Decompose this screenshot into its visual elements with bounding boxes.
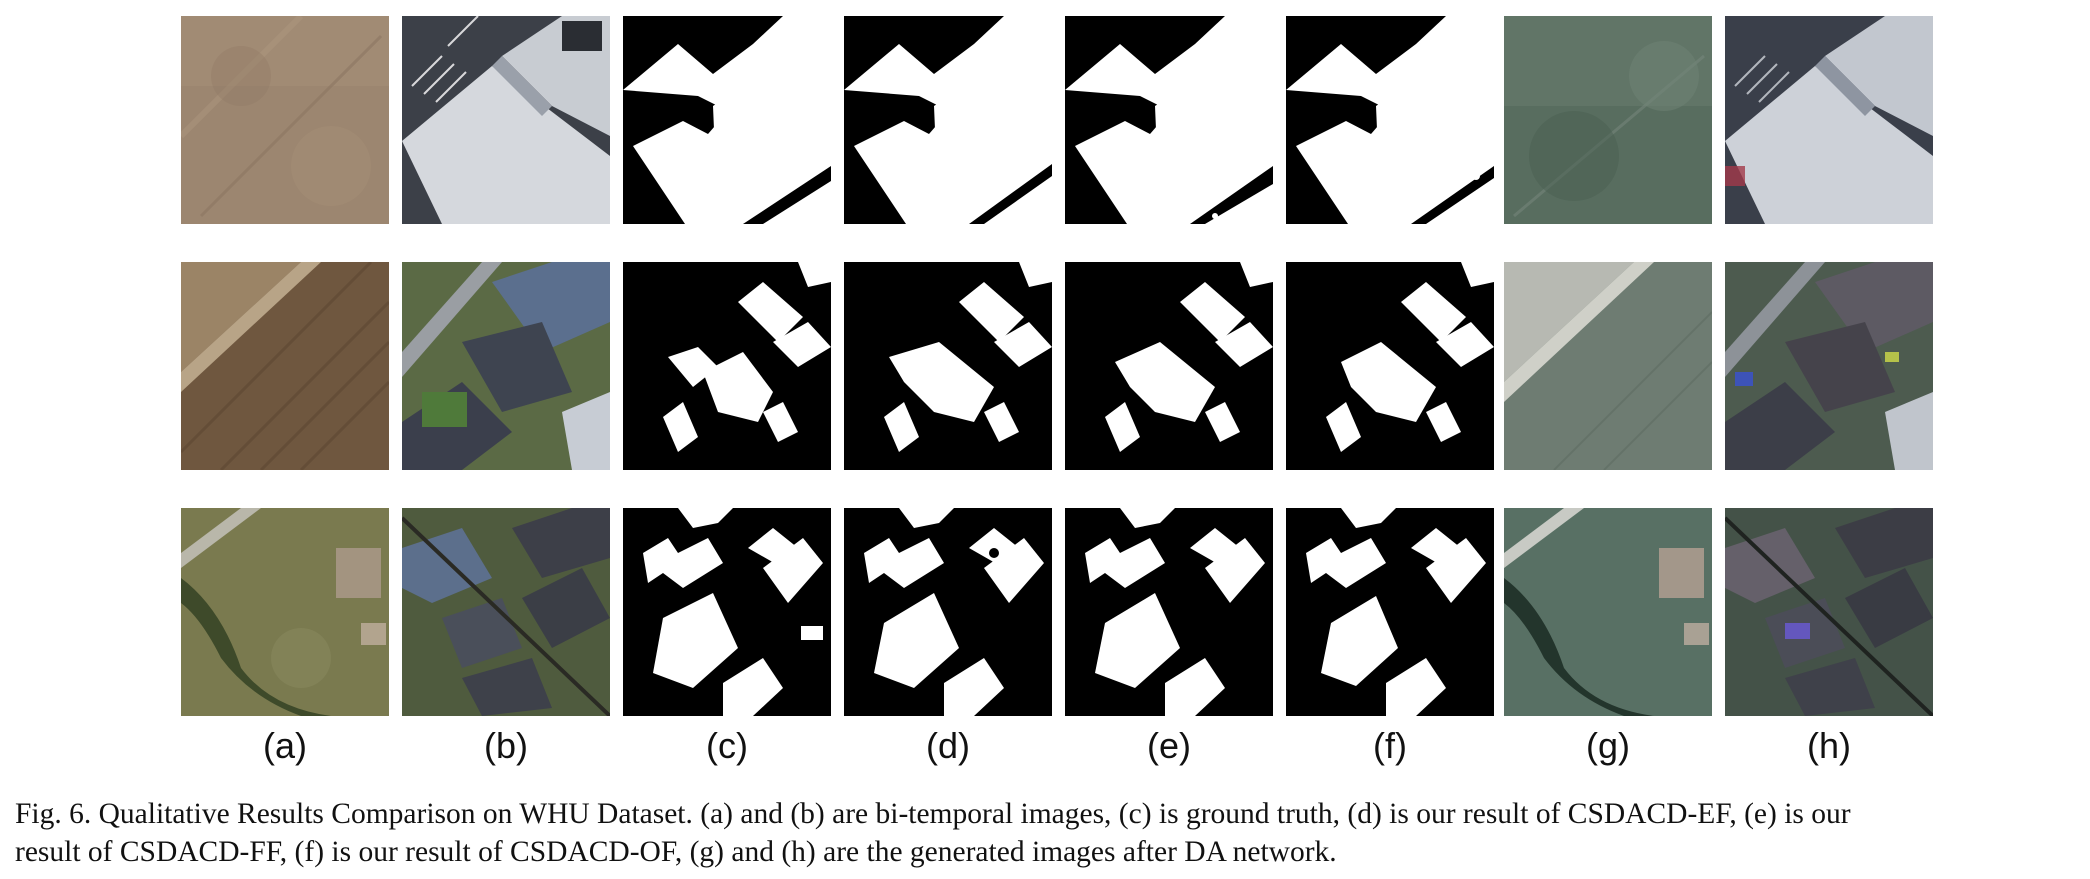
column-label-f: (f) [1373, 725, 1407, 766]
photo-residential-houses [402, 262, 610, 470]
photo-grassland-shed [181, 508, 389, 716]
image-r3-h [1725, 508, 1933, 716]
photo-bare-soil [181, 16, 389, 224]
image-r1-h [1725, 16, 1933, 224]
column-label-b: (b) [484, 725, 528, 766]
photo-generated-grass [1504, 16, 1712, 224]
image-r2-b [402, 262, 610, 470]
mask-r2-e [1065, 262, 1273, 470]
mask-r3-c [623, 508, 831, 716]
mask-r1-e [1065, 16, 1273, 224]
photo-generated-residential [1725, 508, 1933, 716]
mask-r3-f [1286, 508, 1494, 716]
image-r3-a [181, 508, 389, 716]
figure-grid: (a) (b) (c) (d) (e) (f) (g) (h) [181, 16, 1933, 764]
column-label-g: (g) [1586, 725, 1630, 766]
image-r2-g [1504, 262, 1712, 470]
photo-generated-grassland [1504, 508, 1712, 716]
caption-line-1: Fig. 6. Qualitative Results Comparison o… [15, 798, 1851, 830]
mask-r3-d [844, 508, 1052, 716]
caption-line-2: result of CSDACD-FF, (f) is our result o… [15, 836, 1337, 868]
column-label-h: (h) [1807, 725, 1851, 766]
csdacd-of-mask [1286, 262, 1494, 470]
csdacd-of-mask [1286, 16, 1494, 224]
mask-r1-f [1286, 16, 1494, 224]
mask-r1-c [623, 16, 831, 224]
image-r2-a [181, 262, 389, 470]
photo-warehouse-roofs [402, 16, 610, 224]
image-r3-b [402, 508, 610, 716]
image-r3-g [1504, 508, 1712, 716]
photo-plowed-field [181, 262, 389, 470]
figure-caption: Fig. 6. Qualitative Results Comparison o… [15, 795, 2080, 871]
csdacd-ff-mask [1065, 16, 1273, 224]
image-r2-h [1725, 262, 1933, 470]
ground-truth-mask [623, 262, 831, 470]
column-label-a: (a) [263, 725, 307, 766]
photo-generated-houses [1725, 262, 1933, 470]
mask-r3-e [1065, 508, 1273, 716]
mask-r2-d [844, 262, 1052, 470]
csdacd-of-mask [1286, 508, 1494, 716]
image-r1-a [181, 16, 389, 224]
csdacd-ef-mask [844, 262, 1052, 470]
photo-residential-roofs [402, 508, 610, 716]
ground-truth-mask [623, 16, 831, 224]
photo-generated-warehouse [1725, 16, 1933, 224]
ground-truth-mask [623, 508, 831, 716]
csdacd-ff-mask [1065, 508, 1273, 716]
column-label-c: (c) [706, 725, 748, 766]
column-label-e: (e) [1147, 725, 1191, 766]
mask-r2-c [623, 262, 831, 470]
mask-r1-d [844, 16, 1052, 224]
csdacd-ff-mask [1065, 262, 1273, 470]
csdacd-ef-mask [844, 508, 1052, 716]
column-label-d: (d) [926, 725, 970, 766]
csdacd-ef-mask [844, 16, 1052, 224]
photo-generated-field [1504, 262, 1712, 470]
image-r1-b [402, 16, 610, 224]
image-r1-g [1504, 16, 1712, 224]
mask-r2-f [1286, 262, 1494, 470]
